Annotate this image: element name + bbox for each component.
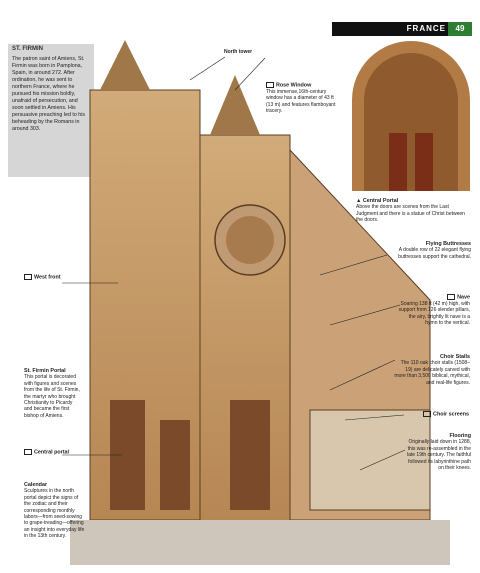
choir-screens-label: Choir screens: [413, 411, 469, 418]
central-portal-label: Central portal: [24, 449, 80, 456]
camera-icon: [447, 294, 456, 300]
page-number: 49: [448, 22, 472, 36]
camera-icon: [266, 82, 274, 88]
nave-callout: Nave Soaring 138 ft (42 m) high, with su…: [398, 294, 470, 327]
header-bar: [332, 22, 472, 36]
rose-window-callout: Rose Window This immense,16th-century wi…: [266, 82, 336, 115]
camera-icon: [24, 449, 32, 455]
portal-door-right: [415, 133, 433, 191]
st-firmin-portal-callout: St. Firmin Portal This portal is decorat…: [24, 368, 80, 419]
flying-buttresses-callout: Flying Buttresses A double row of 22 ele…: [398, 241, 471, 260]
calendar-callout: Calendar Sculptures in the north portal …: [24, 482, 85, 540]
camera-icon: [423, 411, 432, 417]
portal-door-left: [389, 133, 407, 191]
section-label: FRANCE: [406, 24, 446, 33]
sidebar-text: The patron saint of Amiens, St. Firmin w…: [12, 56, 86, 132]
choir-stalls-callout: Choir Stalls The 110 oak choir stalls (1…: [394, 354, 470, 386]
west-front-label: West front: [24, 274, 68, 281]
portal-arch: [364, 53, 458, 191]
flooring-callout: Flooring Originally laid down in 1288, t…: [406, 433, 471, 472]
camera-icon: [24, 274, 32, 280]
cathedral-illustration: [70, 40, 450, 565]
north-tower-label: North tower: [224, 49, 253, 55]
central-portal-photo: [352, 41, 470, 191]
sidebar-title: ST. FIRMIN: [12, 46, 43, 52]
sidebar-box: [8, 44, 94, 177]
central-portal-caption: ▲ Central Portal Above the doors are sce…: [356, 198, 465, 224]
